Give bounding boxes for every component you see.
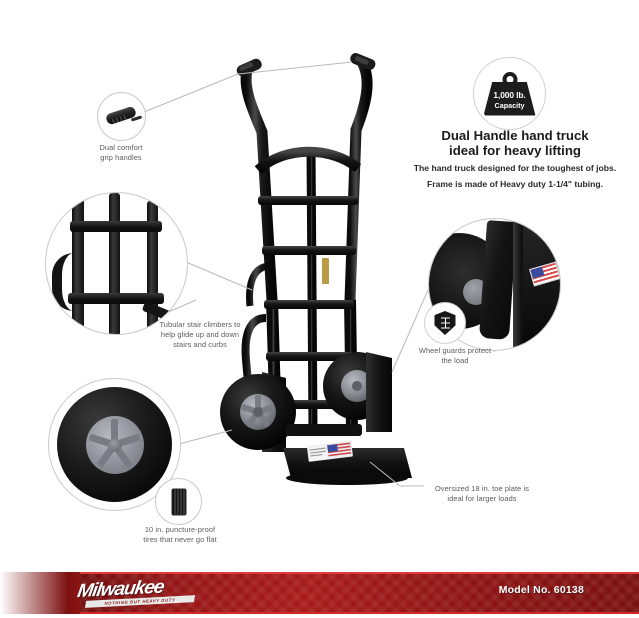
callout-guard-line-1: Wheel guards protect bbox=[418, 346, 492, 355]
grip-handle-icon bbox=[105, 105, 137, 126]
footer-red-band bbox=[68, 572, 639, 614]
callout-guard-caption: Wheel guards protect the load bbox=[395, 346, 515, 366]
callout-toeplate-caption: Oversized 18 in. toe plate is ideal for … bbox=[408, 484, 556, 504]
frame-post bbox=[513, 219, 526, 347]
capacity-badge: 1,000 lb. Capacity bbox=[473, 57, 546, 130]
shield-icon bbox=[434, 311, 456, 335]
callout-stair-line-2: help glide up and down bbox=[160, 330, 240, 339]
callout-stair-line-1: Tubular stair climbers to bbox=[159, 320, 241, 329]
callout-tire-caption: 10 in. puncture-proof tires that never g… bbox=[97, 525, 263, 545]
product-subtitle-1: The hand truck designed for the toughest… bbox=[413, 163, 617, 173]
stair-climber-curve bbox=[52, 253, 88, 311]
callout-toeplate-line-2: ideal for larger loads bbox=[447, 494, 517, 503]
callout-stair-caption: Tubular stair climbers to help glide up … bbox=[130, 320, 270, 350]
model-number: Model No. 60138 bbox=[498, 584, 584, 596]
page-title: Dual Handle hand truck ideal for heavy l… bbox=[400, 128, 630, 158]
callout-tire-line-1: 10 in. puncture-proof bbox=[144, 525, 216, 534]
frame-crossbar bbox=[68, 293, 164, 304]
frame-rail bbox=[147, 201, 158, 334]
tire-tread-ring bbox=[53, 383, 176, 506]
weight-body bbox=[483, 81, 536, 116]
capacity-value: 1,000 lb. bbox=[493, 89, 526, 100]
capacity-label: Capacity bbox=[494, 100, 525, 110]
headline-line-2: ideal for heavy lifting bbox=[449, 143, 581, 158]
hand-truck-illustration bbox=[143, 53, 495, 487]
callout-tire-line-2: tires that never go flat bbox=[143, 535, 217, 544]
footer-bar: Milwaukee NOTHING BUT HEAVY DUTY Model N… bbox=[0, 560, 639, 618]
callout-grip-caption: Dual comfort grip handles bbox=[80, 143, 162, 163]
product-subtitle-2: Frame is made of Heavy duty 1-1/4" tubin… bbox=[427, 179, 603, 189]
footer-left-fade bbox=[0, 572, 80, 614]
frame-rail bbox=[109, 193, 120, 334]
callout-guard-line-2: the load bbox=[441, 356, 469, 365]
grip-handle-detail-circle bbox=[97, 92, 146, 141]
frame-crossbar bbox=[70, 221, 162, 232]
weight-icon: 1,000 lb. Capacity bbox=[483, 71, 536, 116]
wheel-guard-icon bbox=[478, 220, 518, 340]
wheel-guard-detail-circle bbox=[428, 218, 561, 351]
shield-badge-circle bbox=[424, 302, 466, 344]
stair-climber-detail-circle bbox=[45, 192, 188, 335]
tread-detail-circle bbox=[155, 478, 202, 525]
brand-logo: Milwaukee NOTHING BUT HEAVY DUTY bbox=[76, 577, 196, 608]
tire-tread-icon bbox=[171, 488, 186, 515]
callout-toeplate-line-1: Oversized 18 in. toe plate is bbox=[434, 484, 530, 493]
headline-line-1: Dual Handle hand truck bbox=[441, 128, 589, 143]
callout-grip-line-2: grip handles bbox=[100, 153, 142, 162]
frame-panel bbox=[523, 219, 560, 350]
tire-detail-circle bbox=[48, 378, 181, 511]
callout-stair-line-3: stairs and curbs bbox=[173, 340, 227, 349]
callout-grip-line-1: Dual comfort bbox=[99, 143, 143, 152]
